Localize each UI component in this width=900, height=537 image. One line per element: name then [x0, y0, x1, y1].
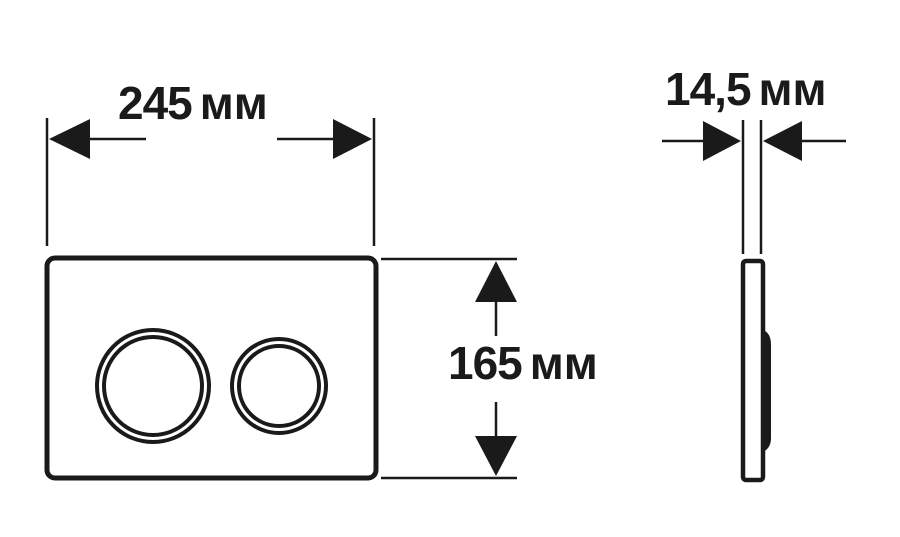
small-flush-button [230, 337, 328, 435]
side-view [740, 258, 771, 483]
arrow-right-icon [333, 119, 372, 159]
depth-value: 14,5 [665, 63, 752, 115]
arrow-left-icon [49, 119, 90, 159]
plate-outline [44, 255, 379, 481]
arrow-left-icon [763, 121, 802, 161]
large-flush-button [95, 328, 211, 444]
depth-unit: мм [758, 63, 827, 115]
height-unit: мм [529, 337, 598, 389]
arrow-right-icon [703, 121, 741, 161]
height-dimension [381, 257, 517, 480]
plate-profile [740, 258, 766, 483]
arrow-up-icon [475, 261, 517, 302]
width-dimension [45, 118, 376, 246]
height-value: 165 [448, 337, 523, 389]
arrow-down-icon [475, 436, 517, 476]
front-view [44, 255, 379, 481]
depth-dimension [662, 120, 846, 254]
width-value: 245 [118, 77, 193, 129]
width-unit: мм [199, 77, 268, 129]
button-protrusion [763, 330, 771, 452]
